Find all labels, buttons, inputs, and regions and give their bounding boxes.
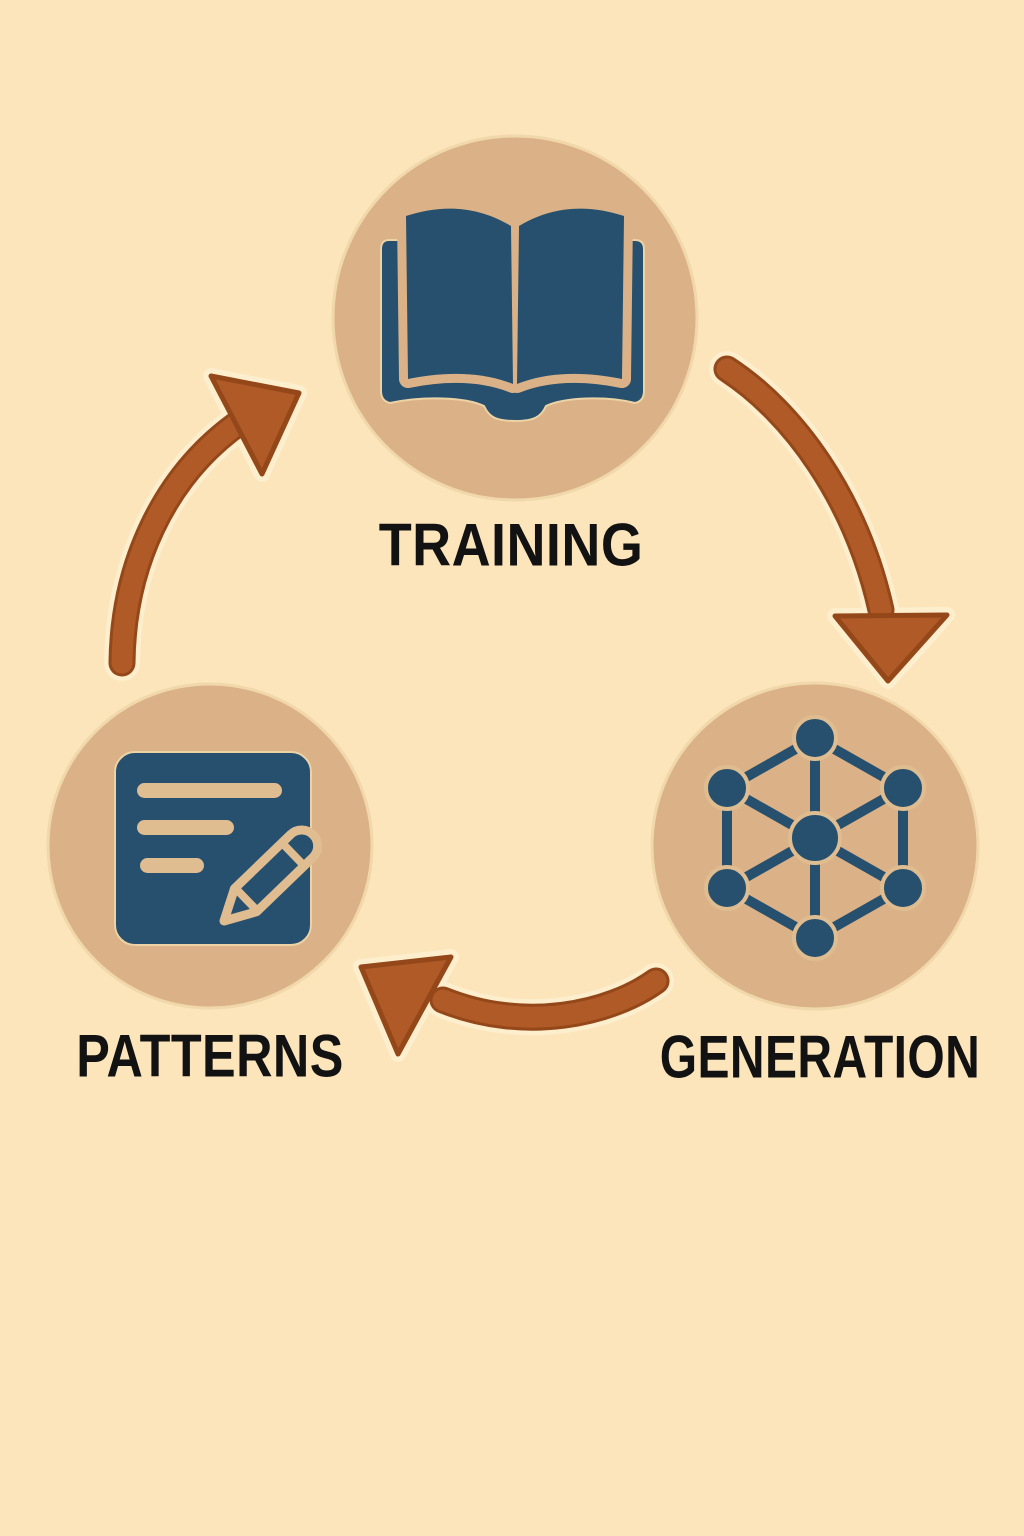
book-right-page — [517, 208, 624, 384]
book-left-page — [406, 208, 513, 384]
note-edit-icon — [114, 751, 323, 946]
training-label: TRAINING — [378, 511, 644, 579]
note-text-lines — [137, 783, 282, 873]
network-graph-icon — [704, 715, 926, 961]
arrow-generation-to-patterns — [353, 949, 674, 1062]
arrowhead-left-icon — [358, 954, 454, 1057]
generation-label: GENERATION — [659, 1023, 981, 1091]
open-book-icon — [380, 199, 645, 423]
arrowhead-down-icon — [832, 612, 950, 684]
arrowhead-up-right-icon — [208, 373, 302, 477]
arrow-training-to-generation — [709, 351, 955, 689]
network-nodes — [704, 715, 926, 961]
arrow-patterns-to-training — [104, 368, 307, 681]
patterns-label: PATTERNS — [76, 1022, 344, 1090]
pencil-icon — [219, 825, 323, 926]
